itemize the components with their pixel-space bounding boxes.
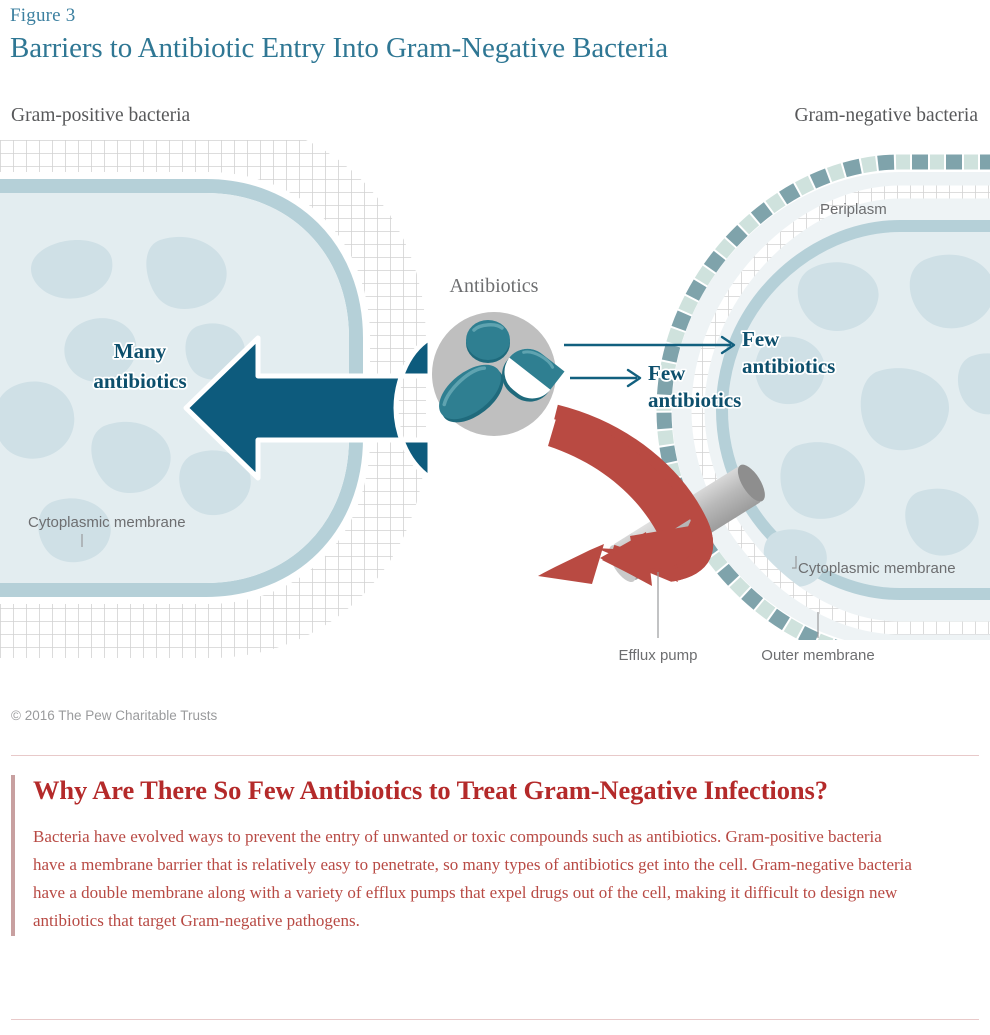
- gram-negative-cell: Periplasm Cytoplasmic membrane: [656, 154, 990, 640]
- gram-negative-cytoplasmic-membrane: [715, 220, 990, 600]
- bottom-labels: Efflux pump Outer membrane: [619, 572, 875, 664]
- caption-gram-negative: Gram-negative bacteria: [794, 105, 978, 126]
- arrow-label-many-line2: antibiotics: [93, 369, 186, 393]
- arrow-label-few-lower-line1: Few: [648, 361, 686, 385]
- gram-negative-cytoplasm-blobs: [755, 254, 990, 587]
- label-efflux-pump: Efflux pump: [619, 647, 698, 664]
- callout-body: Bacteria have evolved ways to prevent th…: [33, 826, 912, 931]
- pill-oval-tablet: [439, 364, 504, 423]
- label-outer-membrane: Outer membrane: [761, 647, 874, 664]
- copyright-credit: © 2016 The Pew Charitable Trusts: [11, 708, 218, 723]
- callout-box: Why Are There So Few Antibiotics to Trea…: [11, 775, 979, 936]
- gram-negative-outer-membrane-light: [656, 154, 990, 640]
- divider-top: [11, 755, 979, 756]
- gram-positive-cytoplasm-blobs: [0, 236, 251, 563]
- antibiotics-icon-group: Antibiotics: [432, 275, 565, 436]
- label-periplasm: Periplasm: [820, 201, 887, 218]
- label-cytoplasmic-membrane-right: Cytoplasmic membrane: [798, 560, 956, 577]
- leader-cytoplasmic-right: [792, 556, 797, 569]
- page-title: Barriers to Antibiotic Entry Into Gram-N…: [10, 31, 668, 64]
- pill-round-tablet: [466, 320, 510, 363]
- arrow-label-many-line1: Many: [114, 339, 167, 363]
- arrow-few-antibiotics-lower: Few antibiotics: [570, 359, 743, 414]
- caption-gram-positive: Gram-positive bacteria: [11, 105, 191, 126]
- label-antibiotics: Antibiotics: [450, 275, 539, 297]
- efflux-arrow-red: [538, 404, 714, 586]
- callout-title: Why Are There So Few Antibiotics to Trea…: [33, 775, 828, 805]
- arrow-many-antibiotics: Many antibiotics: [92, 335, 433, 481]
- bacteria-diagram: Cytoplasmic membrane Periplasm: [0, 140, 990, 680]
- arrow-label-few-lower-line2: antibiotics: [648, 388, 741, 412]
- arrow-label-few-upper-line2: antibiotics: [742, 354, 835, 378]
- gram-negative-peptidoglycan-mesh: [691, 185, 990, 635]
- arrow-few-antibiotics-upper: Few antibiotics: [564, 325, 837, 380]
- figure-number-label: Figure 3: [10, 5, 76, 26]
- divider-bottom: [11, 1019, 979, 1020]
- pill-capsule: [502, 348, 565, 402]
- label-cytoplasmic-membrane-left: Cytoplasmic membrane: [28, 514, 186, 531]
- figure-header: Figure 3 Barriers to Antibiotic Entry In…: [10, 4, 980, 67]
- gram-positive-cell: Cytoplasmic membrane: [0, 140, 426, 658]
- arrow-label-few-upper-line1: Few: [742, 327, 780, 351]
